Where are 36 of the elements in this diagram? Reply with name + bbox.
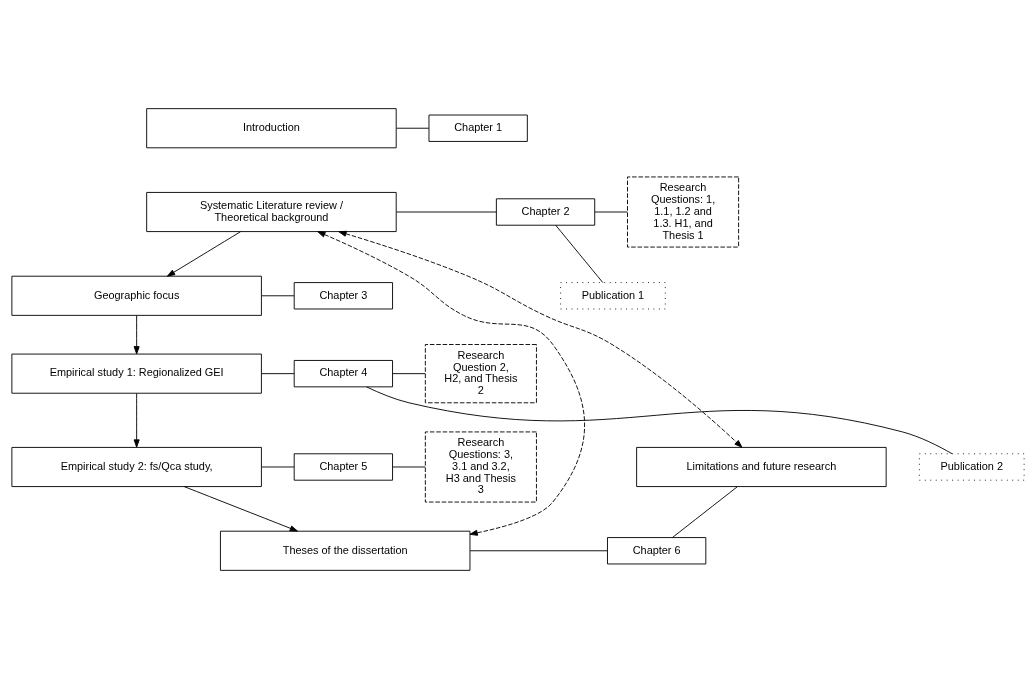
connector	[672, 486, 738, 538]
connector	[392, 466, 426, 468]
node-box: Chapter 1	[428, 114, 528, 142]
connector	[392, 373, 426, 375]
connector	[366, 386, 953, 455]
node-box: Empirical study 1: Regionalized GEI	[11, 353, 262, 394]
node-box: Chapter 2	[495, 198, 596, 226]
arrow	[183, 486, 298, 532]
arrow	[133, 315, 140, 355]
arrow	[133, 393, 140, 448]
node-box: Introduction	[146, 108, 397, 149]
node-box: Chapter 6	[607, 537, 707, 565]
node-box: Chapter 4	[293, 360, 393, 388]
arrow	[317, 231, 586, 536]
node-box: Systematic Literature review / Theoretical background	[146, 191, 397, 233]
arrow	[166, 231, 241, 277]
connector	[594, 211, 628, 213]
connector	[261, 373, 295, 375]
node-box: Limitations and future research	[636, 446, 887, 488]
node-box: Chapter 5	[293, 453, 393, 481]
node-box: Research Questions: 3, 3.1 and 3.2, H3 and Thesis 3	[424, 431, 537, 503]
node-box: Chapter 3	[293, 282, 393, 310]
node-box: Research Questions: 1, 1.1, 1.2 and 1.3. H1, and Thesis 1	[627, 176, 740, 248]
node-box: Publication 2	[918, 453, 1025, 481]
connector	[396, 127, 430, 129]
connector	[555, 224, 604, 284]
connector	[396, 211, 497, 213]
node-box: Publication 1	[560, 282, 666, 310]
node-box: Research Question 2, H2, and Thesis 2	[424, 344, 537, 404]
node-box: Theses of the dissertation	[220, 530, 471, 571]
connector	[261, 466, 295, 468]
connector	[261, 295, 295, 297]
node-box: Geographic focus	[11, 275, 262, 316]
arrow	[338, 230, 743, 448]
node-box: Empirical study 2: fs/Qca study,	[11, 446, 262, 488]
connector	[469, 550, 608, 552]
